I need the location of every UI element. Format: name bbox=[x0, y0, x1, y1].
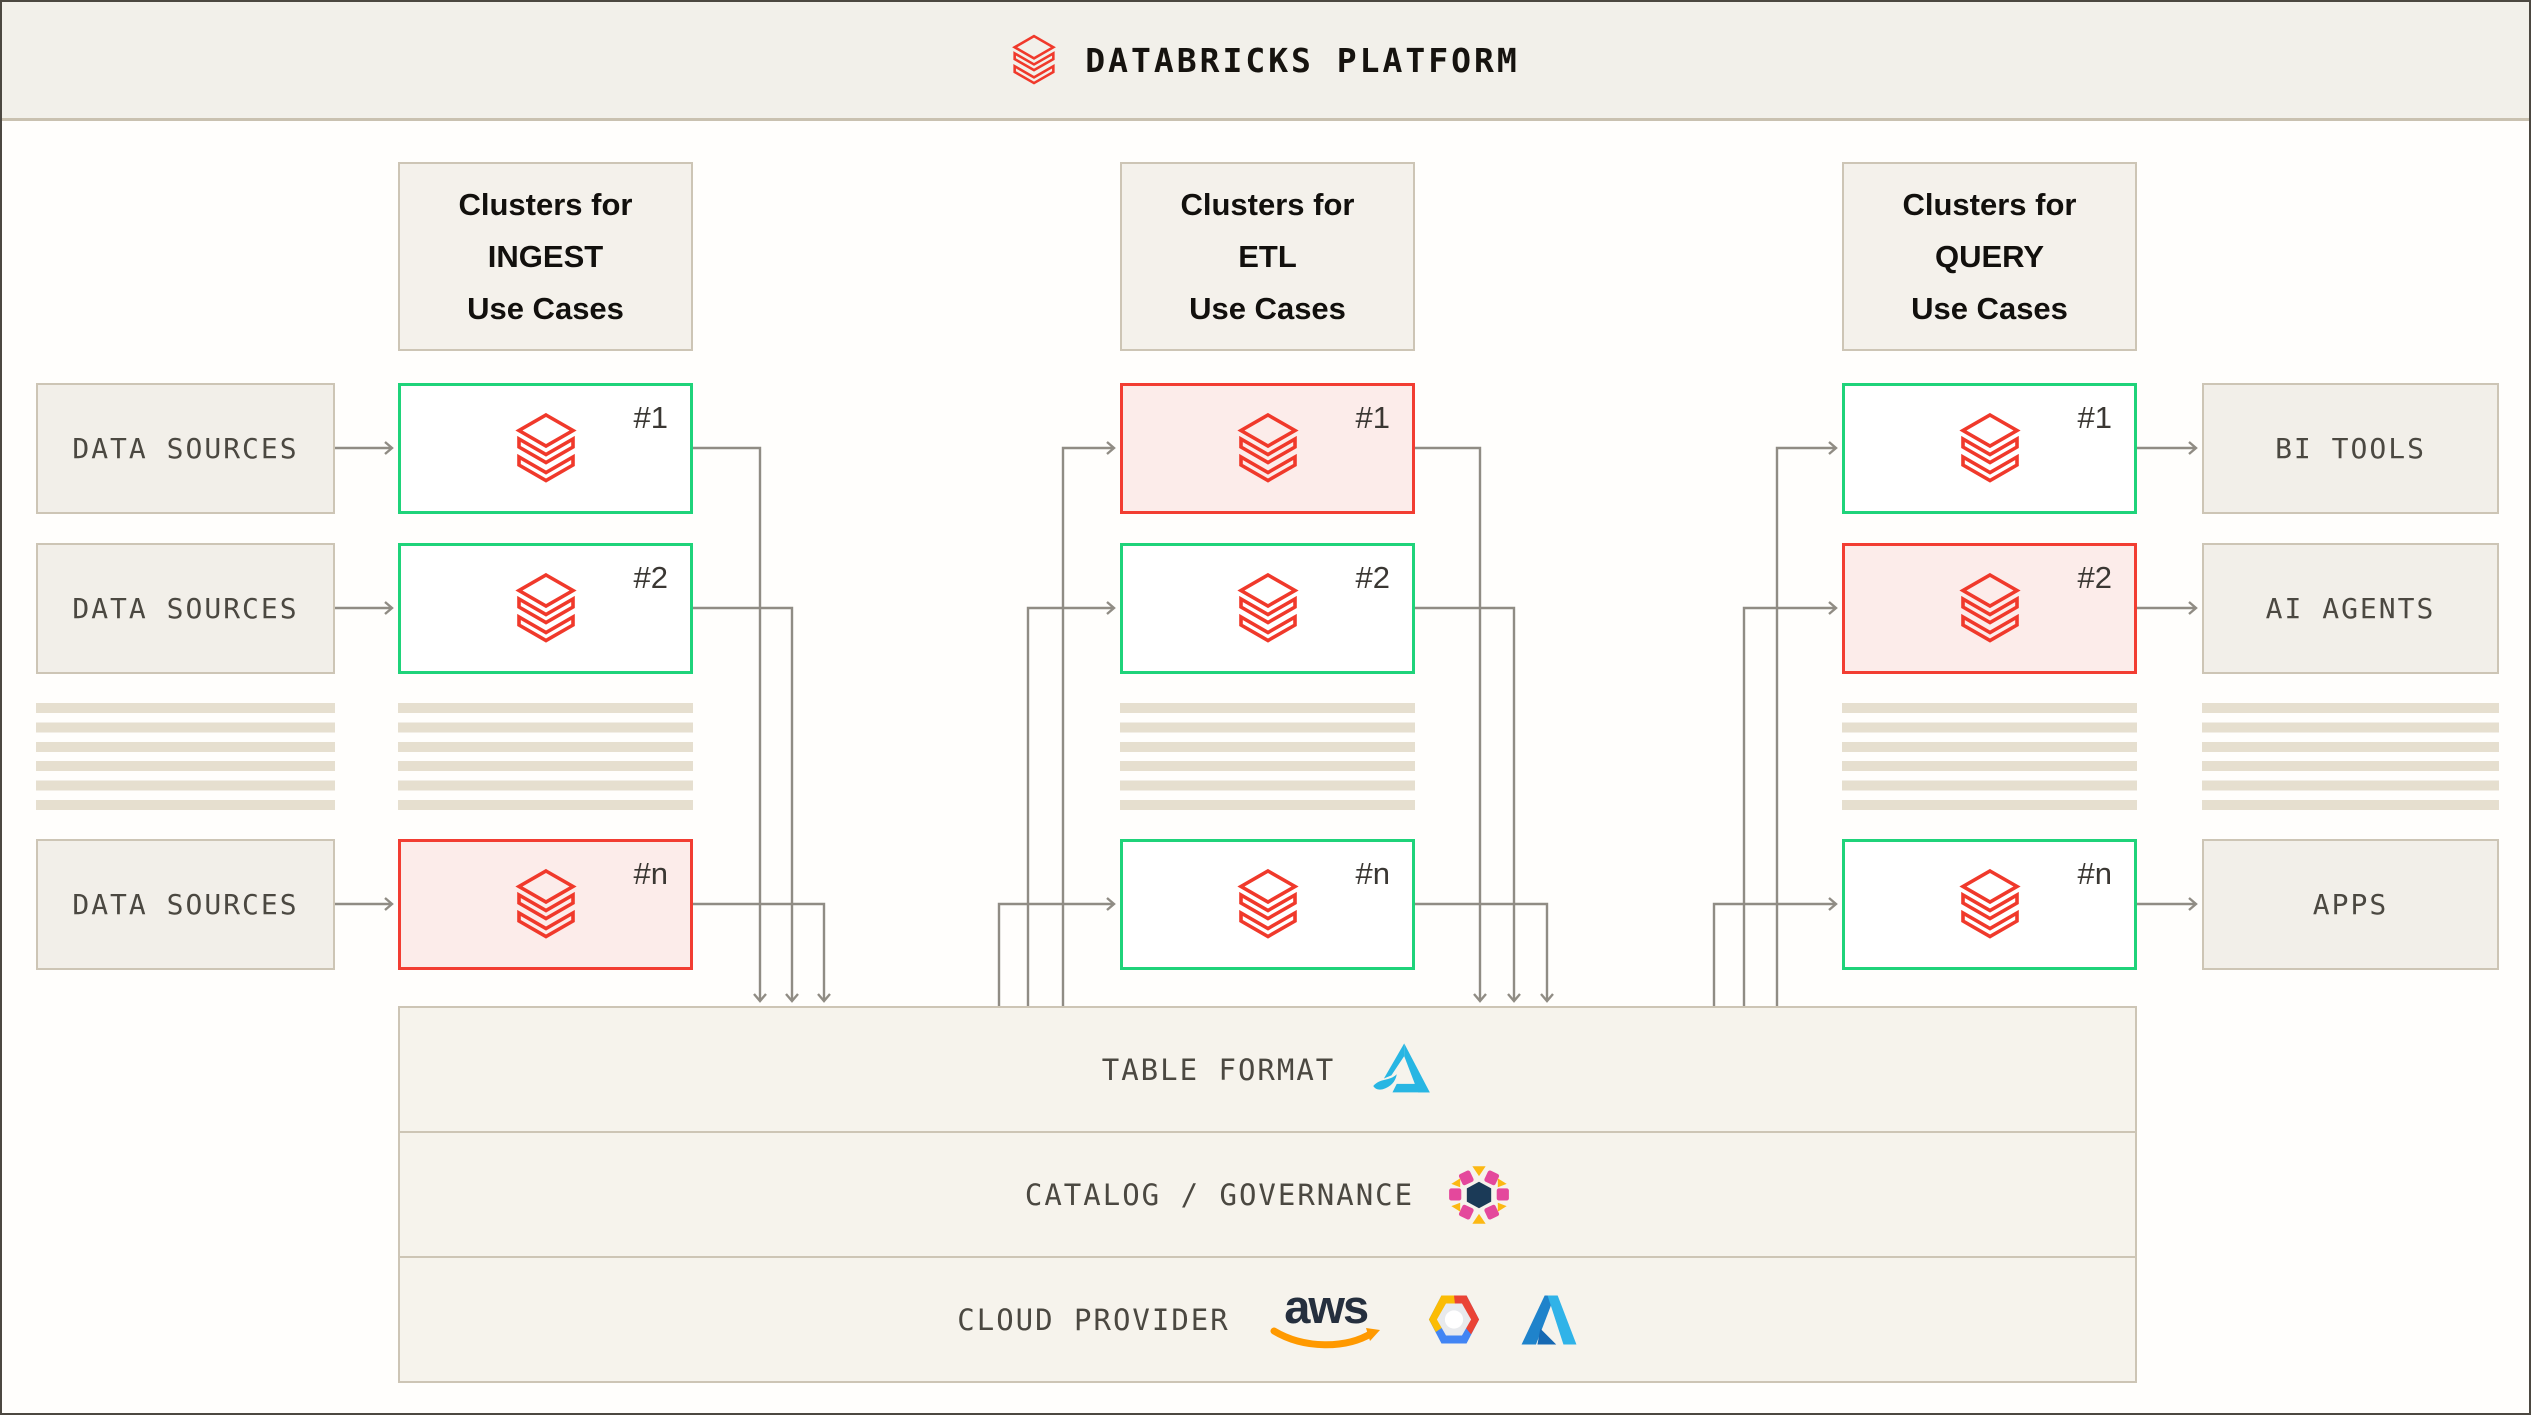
databricks-logo-icon bbox=[1960, 572, 2019, 642]
column-header-line: ETL bbox=[1238, 238, 1297, 274]
column-header-ingest: Clusters for INGEST Use Cases bbox=[398, 162, 693, 351]
delta-lake-icon bbox=[1373, 1042, 1431, 1092]
ellipsis-stripes bbox=[398, 703, 693, 810]
cluster-ingest-2: #2 bbox=[398, 543, 693, 674]
cluster-number: #2 bbox=[633, 560, 668, 595]
cluster-query-2: #2 bbox=[1842, 543, 2137, 674]
cluster-number: #1 bbox=[633, 400, 668, 435]
aws-icon: aws bbox=[1270, 1279, 1382, 1353]
cluster-etl-2: #2 bbox=[1120, 543, 1415, 674]
cluster-number: #1 bbox=[2077, 400, 2112, 435]
column-header-etl: Clusters for ETL Use Cases bbox=[1120, 162, 1415, 351]
column-header-line: QUERY bbox=[1934, 238, 2045, 274]
layer-table-format: TABLE FORMAT bbox=[400, 1008, 2135, 1131]
cluster-number: #2 bbox=[2077, 560, 2112, 595]
column-header-line: INGEST bbox=[487, 238, 604, 274]
column-header-line: Use Cases bbox=[467, 290, 624, 326]
cluster-ingest-n: #n bbox=[398, 839, 693, 970]
gcp-icon bbox=[1428, 1295, 1479, 1344]
page-title: DATABRICKS PLATFORM bbox=[1085, 40, 1520, 80]
layer-label: TABLE FORMAT bbox=[1101, 1052, 1336, 1087]
layer-label: CLOUD PROVIDER bbox=[957, 1302, 1230, 1337]
column-header-line: Clusters for bbox=[1902, 186, 2077, 222]
ellipsis-stripes bbox=[1842, 703, 2137, 810]
cluster-ingest-1: #1 bbox=[398, 383, 693, 514]
output-box-bi-tools: BI TOOLS bbox=[2202, 383, 2499, 514]
layer-catalog-governance: CATALOG / GOVERNANCE bbox=[400, 1131, 2135, 1256]
cluster-query-1: #1 bbox=[1842, 383, 2137, 514]
data-sources-box-1: DATA SOURCES bbox=[36, 383, 335, 514]
databricks-logo-icon bbox=[1238, 868, 1297, 938]
column-header-line: Clusters for bbox=[1180, 186, 1355, 222]
cluster-etl-1: #1 bbox=[1120, 383, 1415, 514]
databricks-logo-icon bbox=[1960, 412, 2019, 482]
column-header-line: Use Cases bbox=[1911, 290, 2068, 326]
data-sources-box-2: DATA SOURCES bbox=[36, 543, 335, 674]
databricks-logo-icon bbox=[516, 572, 575, 642]
ellipsis-stripes bbox=[36, 703, 335, 810]
output-box-ai-agents: AI AGENTS bbox=[2202, 543, 2499, 674]
databricks-logo-icon bbox=[516, 412, 575, 482]
azure-icon bbox=[1521, 1294, 1577, 1345]
data-sources-box-n: DATA SOURCES bbox=[36, 839, 335, 970]
cluster-number: #n bbox=[633, 856, 668, 891]
databricks-logo-icon bbox=[1238, 412, 1297, 482]
aws-smile-icon bbox=[1270, 1327, 1380, 1348]
layer-label: CATALOG / GOVERNANCE bbox=[1024, 1177, 1415, 1212]
cluster-number: #n bbox=[2077, 856, 2112, 891]
cluster-number: #2 bbox=[1355, 560, 1390, 595]
unity-catalog-icon bbox=[1449, 1165, 1509, 1224]
cluster-number: #1 bbox=[1355, 400, 1390, 435]
cluster-number: #n bbox=[1355, 856, 1390, 891]
ellipsis-stripes bbox=[1120, 703, 1415, 810]
column-header-query: Clusters for QUERY Use Cases bbox=[1842, 162, 2137, 351]
output-box-apps: APPS bbox=[2202, 839, 2499, 970]
databricks-logo-icon bbox=[1238, 572, 1297, 642]
ellipsis-stripes bbox=[2202, 703, 2499, 810]
layer-cloud-provider: CLOUD PROVIDER aws bbox=[400, 1256, 2135, 1381]
header-bar: DATABRICKS PLATFORM bbox=[2, 2, 2529, 121]
column-header-line: Use Cases bbox=[1189, 290, 1346, 326]
databricks-logo-icon bbox=[1013, 34, 1055, 84]
cluster-query-n: #n bbox=[1842, 839, 2137, 970]
cluster-etl-n: #n bbox=[1120, 839, 1415, 970]
column-header-line: Clusters for bbox=[458, 186, 633, 222]
databricks-logo-icon bbox=[1960, 868, 2019, 938]
platform-layers: TABLE FORMAT CATALOG / GOVERNANCE bbox=[398, 1006, 2137, 1383]
aws-wordmark: aws bbox=[1284, 1279, 1369, 1333]
databricks-logo-icon bbox=[516, 868, 575, 938]
